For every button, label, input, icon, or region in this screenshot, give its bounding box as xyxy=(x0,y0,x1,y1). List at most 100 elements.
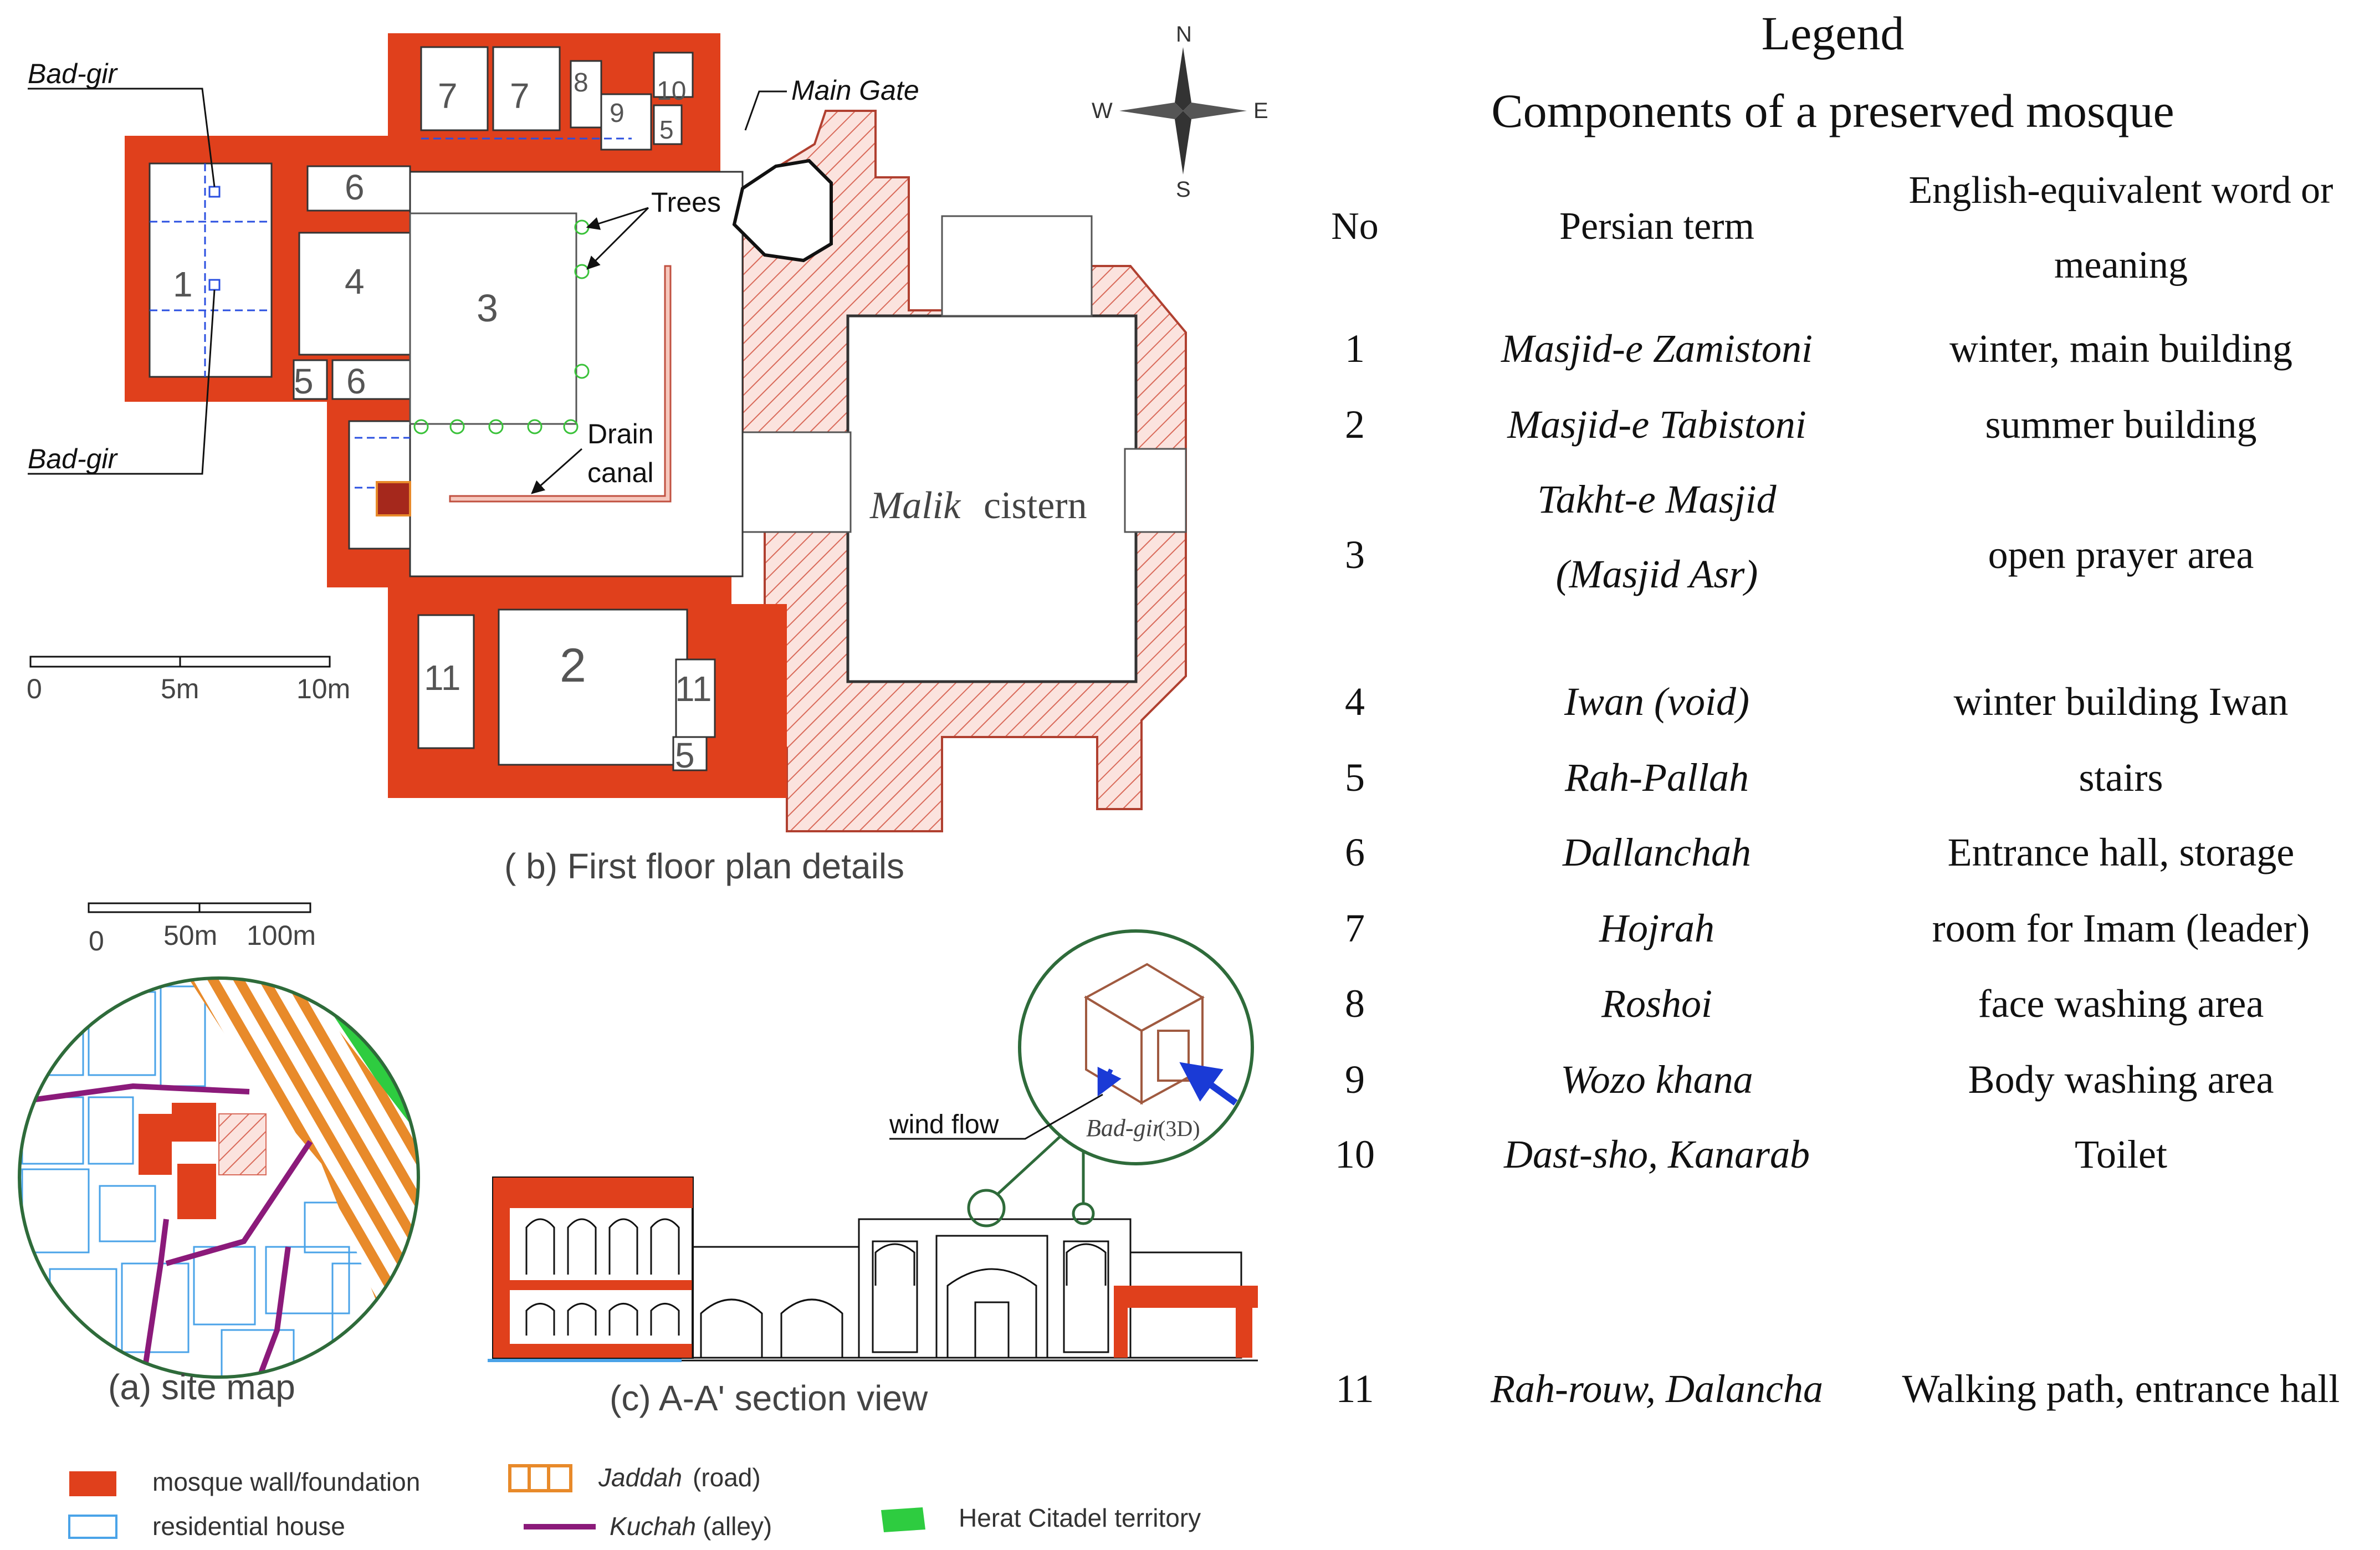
row-persian: Roshoi xyxy=(1601,981,1712,1026)
legend-kuchah-italic: Kuchah xyxy=(610,1512,696,1541)
row-english: stairs xyxy=(2079,755,2163,800)
legend-row: 10 Dast-sho, Kanarab Toilet xyxy=(1286,1132,2380,1208)
row-persian-line1: Takht-e Masjid xyxy=(1537,477,1777,521)
malik-cistern xyxy=(739,110,1187,832)
row-persian: Rah-rouw, Dalancha xyxy=(1491,1367,1823,1411)
row-persian: Masjid-e Tabistoni xyxy=(1507,402,1806,447)
section-left-building xyxy=(492,1176,694,1359)
row-no: 4 xyxy=(1345,679,1365,724)
badgir-top-label: Bad-gir xyxy=(28,58,119,89)
drain-label-line1: Drain xyxy=(587,418,653,449)
compass-w: W xyxy=(1092,99,1113,123)
legend-row: 11 Rah-rouw, Dalancha Walking path, entr… xyxy=(1286,1366,2380,1442)
main-gate-label: Main Gate xyxy=(791,75,919,106)
header-english-line1: English-equivalent word or xyxy=(1908,169,2333,212)
room-number: 1 xyxy=(173,264,193,304)
row-english: open prayer area xyxy=(1988,533,2254,577)
section-right-building xyxy=(1114,1251,1258,1359)
legend-house-label: residential house xyxy=(152,1512,345,1541)
row-no: 9 xyxy=(1345,1057,1365,1102)
section-caption: (c) A-A' section view xyxy=(610,1378,928,1418)
legend-jaddah-italic: Jaddah xyxy=(598,1463,682,1492)
room-number: 5 xyxy=(294,361,314,401)
legend-swatch-road xyxy=(508,1464,572,1492)
legend-swatch-house xyxy=(68,1515,117,1539)
legend-subtitle: Components of a preserved mosque xyxy=(1491,84,2174,137)
dark-entry-block xyxy=(376,481,411,516)
room-number: 7 xyxy=(438,76,458,116)
row-no: 11 xyxy=(1335,1367,1374,1411)
room-number: 9 xyxy=(610,99,625,128)
row-no: 7 xyxy=(1345,906,1365,950)
cistern-label-italic: Malik xyxy=(869,484,961,527)
row-no: 5 xyxy=(1345,755,1365,800)
legend-row: 9 Wozo khana Body washing area xyxy=(1286,1057,2380,1133)
room-number: 11 xyxy=(675,669,712,709)
legend-row: 1 Masjid-e Zamistoni winter, main buildi… xyxy=(1286,326,2380,402)
drain-canal xyxy=(449,265,672,503)
room-number: 5 xyxy=(675,735,695,775)
kuchah-alleys xyxy=(19,1083,313,1375)
drain-label-line2: canal xyxy=(587,457,654,488)
badgir-3d-label-italic: Bad-gir xyxy=(1086,1114,1163,1142)
badgir-bottom-label: Bad-gir xyxy=(28,443,119,474)
row-english: Walking path, entrance hall xyxy=(1902,1367,2340,1411)
row-persian: Dallanchah xyxy=(1563,830,1751,874)
legend-citadel-label: Herat Citadel territory xyxy=(959,1503,1201,1532)
room-number: 10 xyxy=(657,76,686,106)
section-center-building xyxy=(692,1218,1132,1359)
annotation-leaders xyxy=(28,88,787,494)
room-number: 3 xyxy=(477,287,498,330)
section-view: Bad-gir (3D) wind flow (c) A-A' section … xyxy=(488,929,1258,1418)
gate-tower xyxy=(732,158,833,263)
row-english: winter, main building xyxy=(1949,326,2293,371)
header-no: No xyxy=(1331,205,1379,248)
badgir-3d-label-rest: (3D) xyxy=(1158,1116,1200,1141)
room-number: 5 xyxy=(659,115,674,144)
compass-s: S xyxy=(1176,177,1191,202)
legend-row: 6 Dallanchah Entrance hall, storage xyxy=(1286,830,2380,906)
badgir-3d-detail xyxy=(1018,929,1254,1165)
row-english: summer building xyxy=(1985,402,2257,447)
scale-5m: 5m xyxy=(161,673,199,704)
row-no: 8 xyxy=(1345,981,1365,1026)
site-caption: (a) site map xyxy=(108,1367,295,1407)
row-no: 10 xyxy=(1335,1132,1375,1176)
row-persian: Hojrah xyxy=(1599,906,1715,950)
row-persian: Rah-Pallah xyxy=(1565,755,1749,800)
legend-row: 2 Masjid-e Tabistoni summer building xyxy=(1286,402,2380,478)
trees-label: Trees xyxy=(651,187,721,218)
wind-flow-label: wind flow xyxy=(889,1110,999,1139)
row-persian: Iwan (void) xyxy=(1564,679,1749,724)
room-number: 8 xyxy=(574,68,588,98)
row-english: Toilet xyxy=(2075,1132,2167,1176)
row-no: 3 xyxy=(1345,533,1365,577)
legend-jaddah-rest: (road) xyxy=(693,1463,761,1492)
room-number: 4 xyxy=(345,262,365,301)
row-persian: Wozo khana xyxy=(1560,1057,1753,1102)
floor-plan: 1 2 3 4 5 5 5 5 6 6 6 7 7 8 9 10 11 11 B… xyxy=(27,22,1268,886)
legend-row: 5 Rah-Pallah stairs xyxy=(1286,755,2380,831)
header-english-line2: meaning xyxy=(2054,244,2188,287)
compass-e: E xyxy=(1253,99,1268,123)
legend-swatch-wall xyxy=(69,1471,116,1496)
row-english: winter building Iwan xyxy=(1953,679,2289,724)
site-scale-100m: 100m xyxy=(247,920,316,951)
plan-scale-bar: 0 5m 10m xyxy=(27,656,350,704)
compass-rose: N S E W xyxy=(1092,22,1268,202)
cistern-label-rest: cistern xyxy=(984,484,1087,527)
components-legend: Legend Components of a preserved mosque … xyxy=(1286,0,2380,1550)
legend-row: 3 Takht-e Masjid (Masjid Asr) open praye… xyxy=(1286,477,2380,626)
site-map: 0 50m 100m xyxy=(18,902,420,1407)
row-persian: Masjid-e Zamistoni xyxy=(1501,326,1813,371)
legend-kuchah-rest: (alley) xyxy=(703,1512,772,1541)
scale-10m: 10m xyxy=(296,673,350,704)
row-no: 6 xyxy=(1345,830,1365,874)
row-no: 2 xyxy=(1345,402,1365,447)
room-number: 2 xyxy=(560,639,586,692)
legend-swatch-citadel xyxy=(881,1507,925,1532)
legend-row: 4 Iwan (void) winter building Iwan xyxy=(1286,679,2380,755)
header-persian: Persian term xyxy=(1559,205,1754,248)
site-scale-50m: 50m xyxy=(163,920,217,951)
